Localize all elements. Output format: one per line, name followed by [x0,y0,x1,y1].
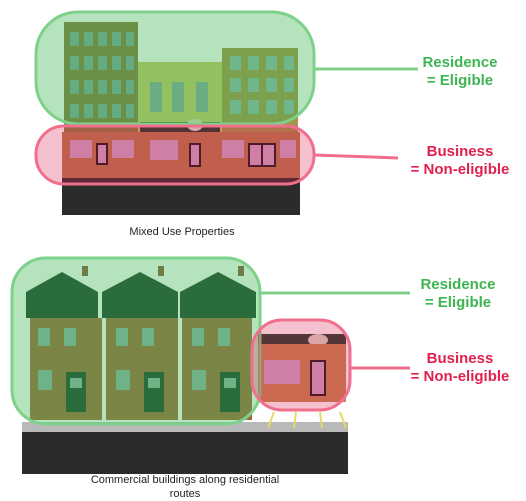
business-label-2: Business = Non-eligible [400,350,520,386]
business-highlight-2 [250,318,352,412]
caption-commercial-buildings: Commercial buildings along residential r… [40,473,330,501]
caption-commercial-line1: Commercial buildings along residential [90,474,280,486]
caption-mixed-use: Mixed Use Properties [129,226,235,238]
residence-label-2-line1: Residence [420,276,496,293]
residence-highlight-2 [10,256,262,426]
business-label-2-line1: Business [426,350,494,367]
residence-label-1-line1: Residence [422,54,498,71]
business-label-1-line2: = Non-eligible [410,161,510,178]
residence-label-1-line2: = Eligible [426,72,494,89]
residence-label-2-line2: = Eligible [424,294,492,311]
row-houses [22,266,348,474]
residence-highlight-1 [34,10,316,126]
business-highlight-1 [34,124,316,186]
caption-commercial-line2: routes [169,488,201,500]
residence-label-1: Residence = Eligible [400,54,520,90]
residence-label-2: Residence = Eligible [398,276,518,312]
business-label-2-line2: = Non-eligible [410,368,510,385]
business-label-1: Business = Non-eligible [400,143,520,179]
business-label-1-line1: Business [426,143,494,160]
business-connector-1 [313,153,399,160]
mixed-use-building [62,22,300,215]
